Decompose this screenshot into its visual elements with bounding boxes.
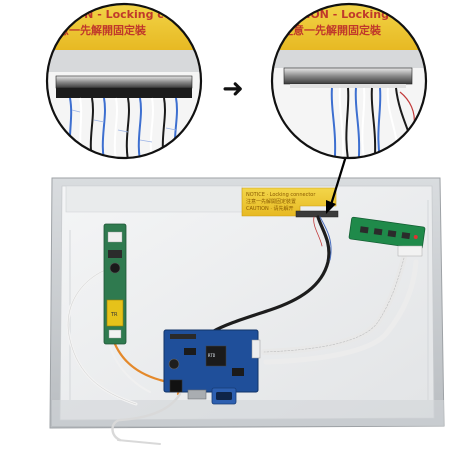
svg-text:TR: TR [110, 312, 118, 318]
svg-text:NOTICE · Locking connector: NOTICE · Locking connector [246, 192, 316, 198]
left-magnifier: NTION - Locking co 意一先解開固定裝 [45, 2, 203, 160]
left-warning-cjk: 意一先解開固定裝 [58, 23, 147, 37]
svg-text:注意一先解開固定裝置: 注意一先解開固定裝置 [246, 198, 296, 205]
svg-text:CAUTION · 请先解开: CAUTION · 请先解开 [246, 205, 294, 212]
arrow-icon: ➜ [222, 74, 244, 104]
keypad-board [348, 216, 426, 257]
callout-pointer [326, 155, 348, 214]
svg-text:RTD: RTD [208, 353, 216, 358]
right-magnifier: ENTION - Locking conne 注意一先解開固定裝 [270, 2, 428, 160]
right-warning-cjk: 注意一先解開固定裝 [282, 23, 382, 37]
inverter-board: TR [103, 223, 127, 345]
keypad-ribbon-cable [261, 255, 419, 365]
lvds-cable [210, 215, 332, 334]
lcd-panel [49, 177, 445, 429]
controller-board: RTD [163, 329, 261, 405]
